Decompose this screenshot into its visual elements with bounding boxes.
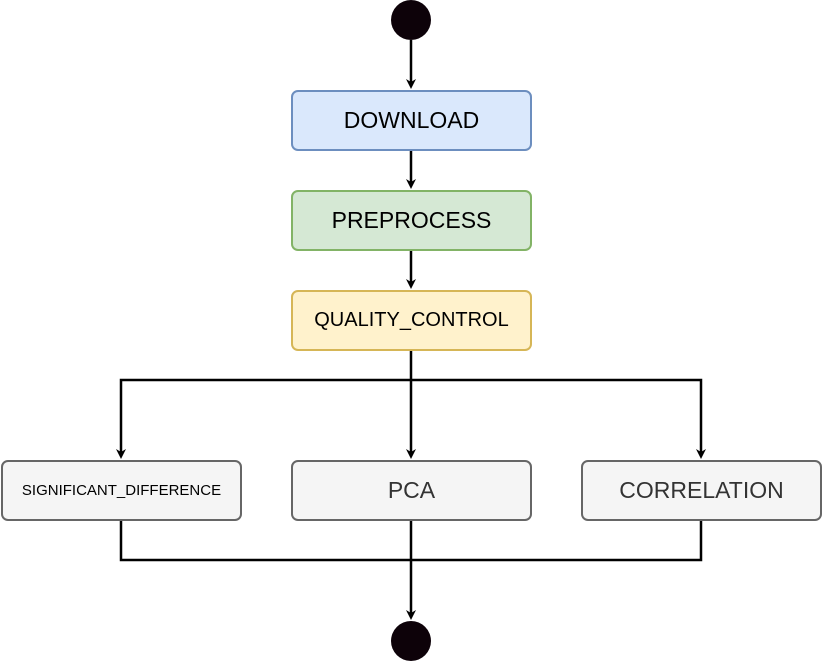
pca-node: PCA bbox=[291, 460, 532, 521]
preprocess-label: PREPROCESS bbox=[331, 207, 492, 233]
start-node bbox=[391, 0, 431, 40]
edge-correlation-end bbox=[411, 521, 703, 562]
quality-control-node: QUALITY_CONTROL bbox=[291, 290, 532, 351]
preprocess-node: PREPROCESS bbox=[291, 190, 532, 251]
correlation-label: CORRELATION bbox=[619, 477, 784, 503]
correlation-node: CORRELATION bbox=[581, 460, 822, 521]
edge-significant-difference-end bbox=[119, 521, 411, 562]
quality-control-label: QUALITY_CONTROL bbox=[314, 309, 509, 331]
significant-difference-label: SIGNIFICANT_DIFFERENCE bbox=[21, 482, 222, 499]
download-node: DOWNLOAD bbox=[291, 90, 532, 151]
edge-qc-correlation bbox=[411, 378, 706, 459]
significant-difference-node: SIGNIFICANT_DIFFERENCE bbox=[1, 460, 242, 521]
download-label: DOWNLOAD bbox=[343, 107, 480, 133]
end-node bbox=[391, 621, 431, 661]
pca-label: PCA bbox=[387, 477, 436, 503]
edge-qc-significant-difference bbox=[116, 378, 411, 459]
